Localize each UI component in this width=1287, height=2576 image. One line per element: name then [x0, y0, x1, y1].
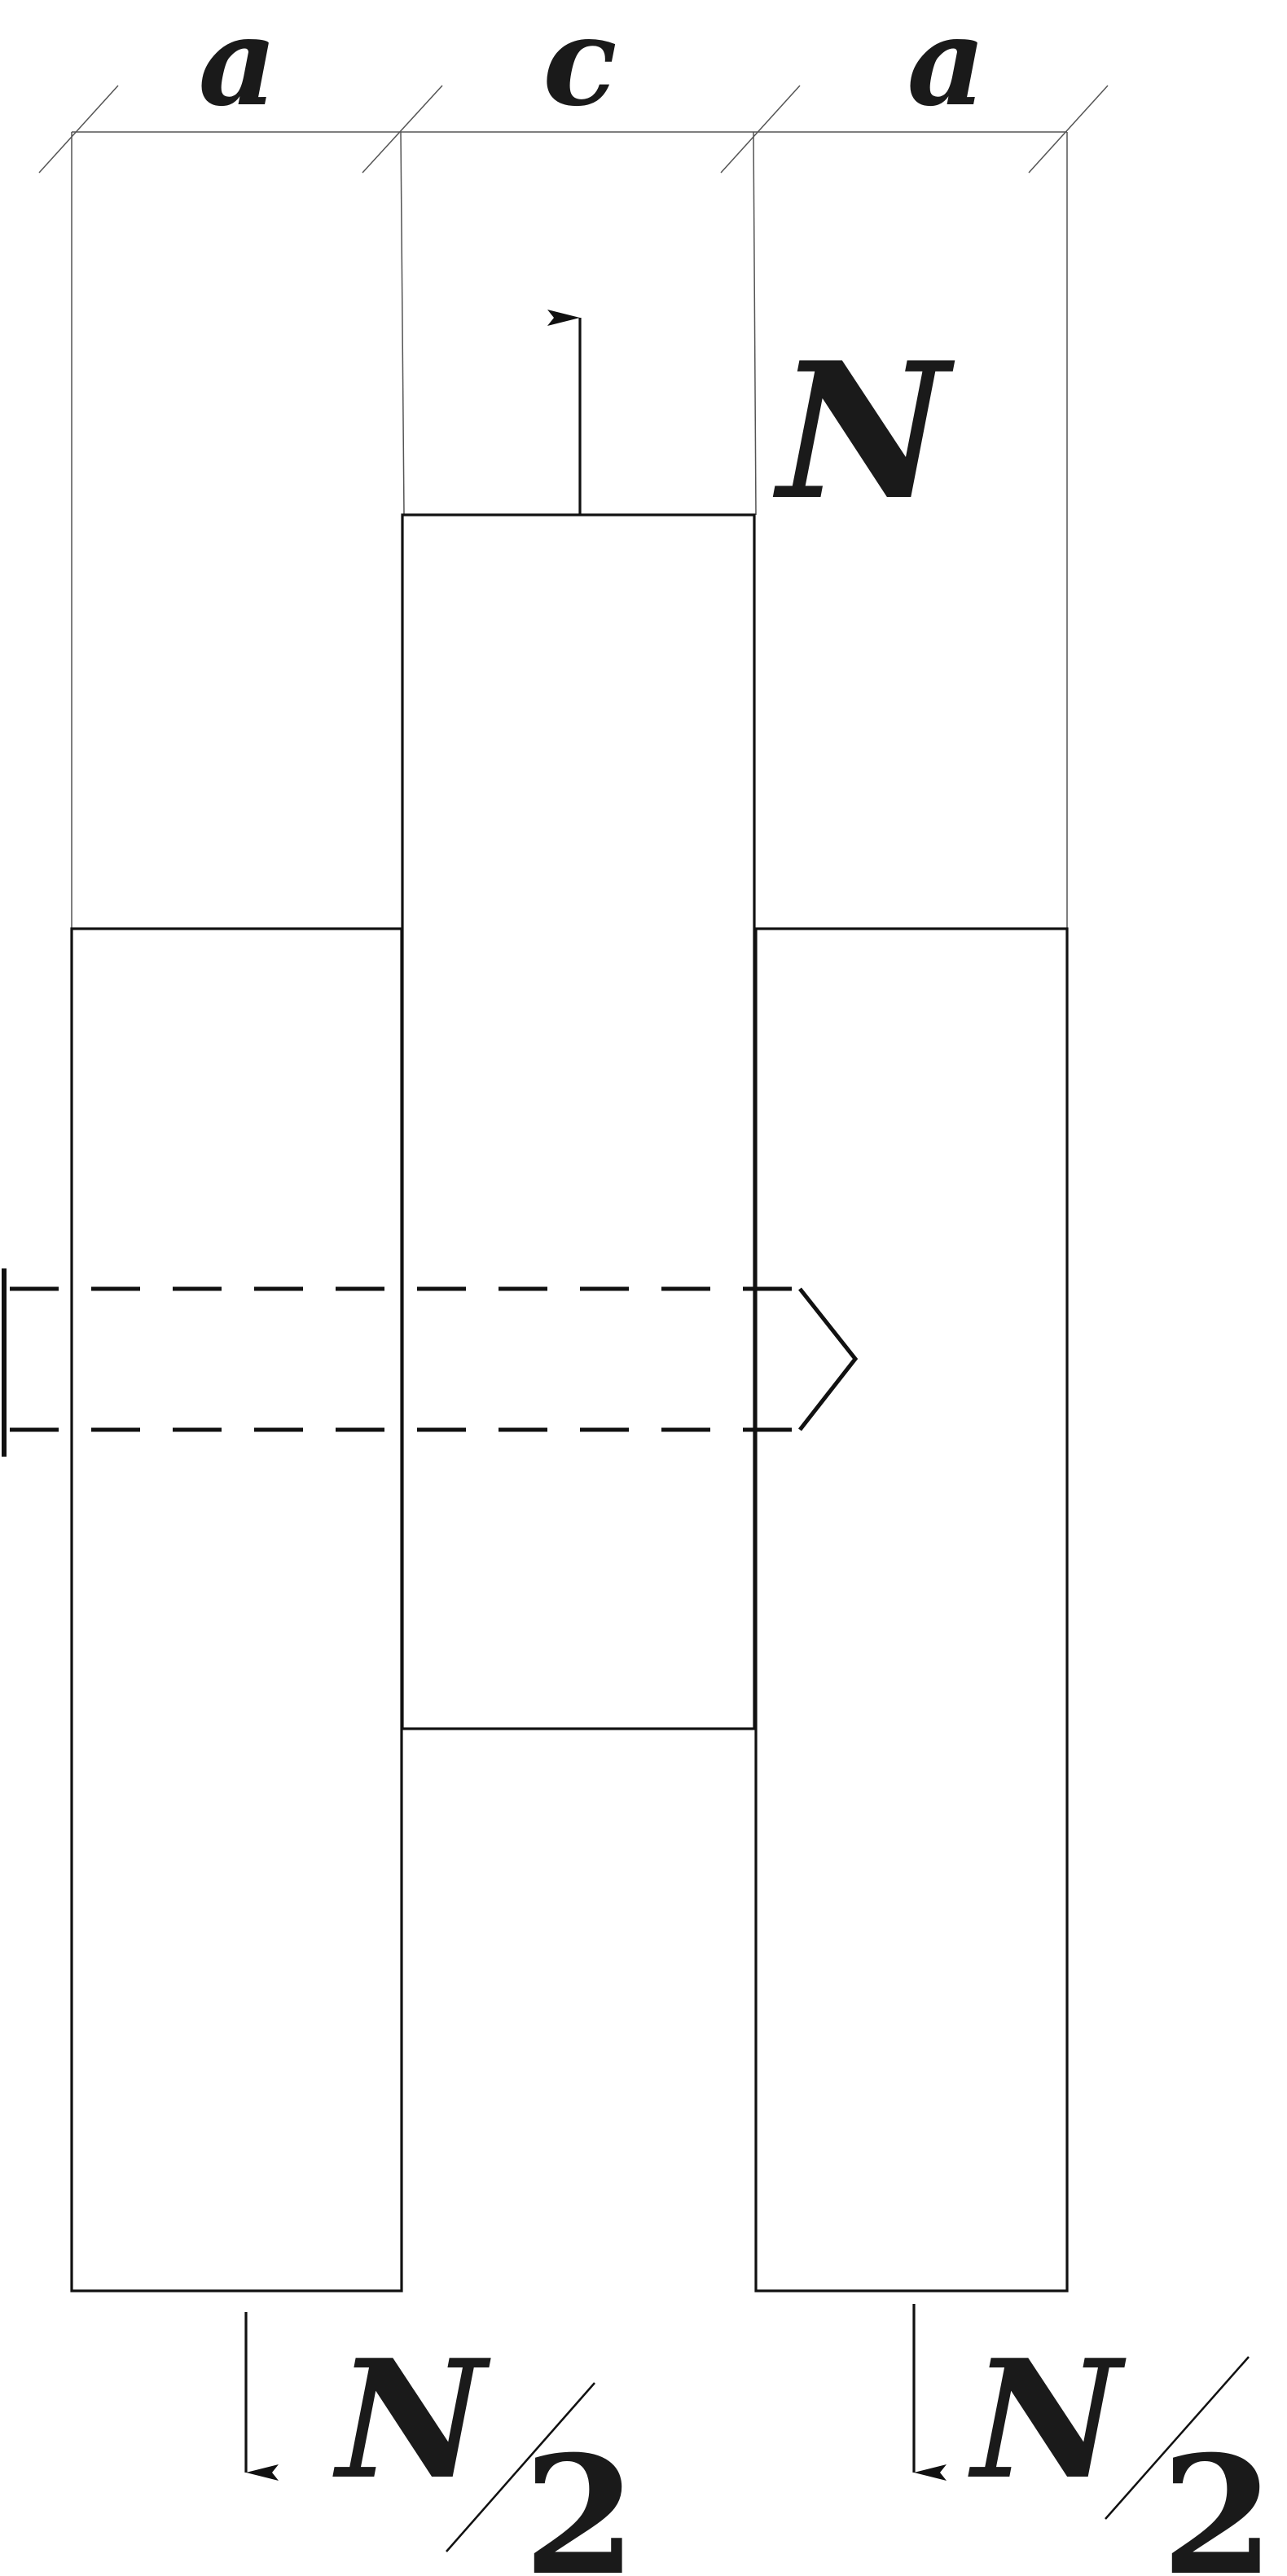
- force-label-bottom-right: N 2: [968, 2324, 1275, 2576]
- extension-lines: [71, 131, 1068, 929]
- dimension-tick-1: [38, 85, 119, 174]
- force-label-bottom-left-denominator: 2: [523, 2420, 636, 2576]
- bolt: [2, 1268, 859, 1457]
- fraction-slash-right: [1105, 2356, 1250, 2520]
- bolt-tip: [798, 1287, 859, 1431]
- force-label-top: N: [772, 322, 955, 542]
- left-outer-plate: [70, 927, 403, 2292]
- dimension-label-right: a: [907, 0, 986, 134]
- force-label-bottom-right-numerator: N: [968, 2324, 1127, 2516]
- force-label-bottom-left-numerator: N: [332, 2324, 492, 2516]
- dimension-tick-4: [1028, 85, 1109, 174]
- force-label-bottom-right-denominator: 2: [1161, 2420, 1274, 2576]
- right-outer-plate: [754, 927, 1069, 2292]
- dimension-label-left: a: [198, 0, 277, 134]
- dimension-tick-3: [720, 85, 801, 174]
- center-plate: [401, 513, 756, 1730]
- dimension-line: [38, 85, 1109, 174]
- fraction-slash-left: [446, 2382, 595, 2552]
- dimension-label-center: c: [542, 0, 617, 134]
- force-label-bottom-left: N 2: [332, 2324, 637, 2576]
- dimension-tick-2: [362, 85, 443, 174]
